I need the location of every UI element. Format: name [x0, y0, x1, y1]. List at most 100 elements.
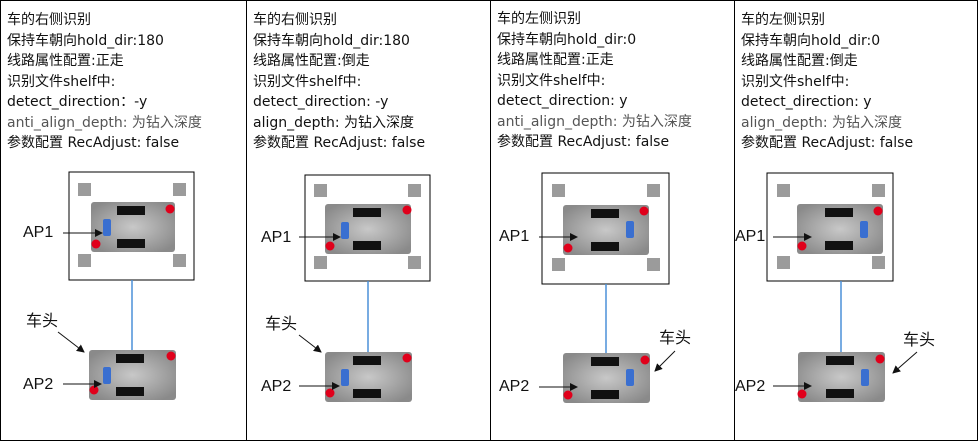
shelf-foot	[647, 184, 660, 197]
shelf-foot	[314, 184, 327, 197]
vehicle-body	[89, 350, 176, 400]
marker-dot	[402, 353, 412, 363]
panel-left-side-reverse: 车的左侧识别 保持车朝向hold_dir:0 线路属性配置:倒走 识别文件she…	[734, 0, 978, 441]
panel-description: 车的右侧识别 保持车朝向hold_dir:180 线路属性配置:正走 识别文件s…	[7, 10, 202, 154]
marker-dot	[89, 385, 99, 395]
shelf-foot	[872, 184, 885, 197]
wheel	[117, 239, 145, 248]
shelf-foot	[78, 254, 91, 267]
detect-direction-line: detect_direction：-y	[7, 94, 148, 110]
panel-right-side-forward: 车的右侧识别 保持车朝向hold_dir:180 线路属性配置:正走 识别文件s…	[0, 0, 248, 441]
shelf-file-line: 识别文件shelf中:	[253, 73, 362, 90]
sensor	[626, 369, 634, 386]
wheel	[116, 387, 144, 396]
sensor	[626, 221, 634, 238]
vehicle-ap2	[797, 352, 885, 402]
shelf-foot	[552, 184, 565, 197]
sensor	[103, 219, 111, 236]
depth-line: anti_align_depth: 为钻入深度	[497, 113, 692, 130]
vehicle-body	[325, 204, 411, 254]
sensor	[341, 369, 349, 386]
marker-dot	[402, 205, 412, 215]
head-arrow	[654, 350, 676, 372]
ap1-label: AP1	[261, 229, 291, 246]
vehicle-ap2	[563, 353, 650, 403]
depth-line: align_depth: 为钻入深度	[253, 114, 415, 131]
marker-dot	[91, 239, 101, 249]
marker-dot	[875, 354, 885, 364]
vehicle-head-label: 车头	[265, 315, 297, 333]
wheel	[591, 209, 619, 218]
marker-dot	[563, 390, 573, 400]
vehicle-ap1	[325, 204, 412, 254]
route-config-line: 线路属性配置:正走	[7, 53, 124, 69]
depth-line: anti_align_depth: 为钻入深度	[7, 114, 202, 131]
head-arrow	[57, 331, 85, 353]
vehicle-head-label: 车头	[659, 329, 691, 347]
ap2-label: AP2	[499, 378, 529, 395]
ap2-label: AP2	[23, 376, 53, 393]
wheel	[591, 390, 619, 399]
recadjust-line: 参数配置 RecAdjust: false	[253, 135, 426, 151]
hold-dir-line: 保持车朝向hold_dir:180	[7, 32, 164, 49]
detect-direction-line: detect_direction: -y	[253, 94, 389, 110]
vehicle-body	[563, 353, 650, 403]
panel-description: 车的右侧识别 保持车朝向hold_dir:180 线路属性配置:倒走 识别文件s…	[253, 10, 425, 154]
marker-dot	[325, 241, 335, 251]
shelf-foot	[78, 183, 91, 196]
head-arrow	[298, 334, 322, 353]
hold-dir-line: 保持车朝向hold_dir:0	[497, 31, 637, 48]
ap1-label: AP1	[735, 228, 765, 245]
shelf-foot	[552, 258, 565, 271]
route-config-line: 线路属性配置:倒走	[741, 53, 858, 69]
shelf-foot	[408, 184, 421, 197]
marker-dot	[166, 351, 176, 361]
ap1-label: AP1	[23, 224, 53, 241]
marker-dot	[797, 241, 807, 251]
vehicle-body	[798, 352, 885, 402]
shelf-foot	[777, 184, 790, 197]
detect-direction-line: detect_direction: y	[497, 93, 628, 109]
layout-diagram: AP1 车头 AP2	[261, 174, 431, 402]
shelf-foot	[173, 183, 186, 196]
wheel	[591, 357, 619, 366]
panel-left-side-forward: 车的左侧识别 保持车朝向hold_dir:0 线路属性配置:正走 识别文件she…	[490, 0, 736, 441]
vehicle-body	[797, 204, 883, 254]
recadjust-line: 参数配置 RecAdjust: false	[497, 134, 670, 150]
wheel	[353, 356, 381, 365]
route-config-line: 线路属性配置:倒走	[253, 53, 370, 69]
shelf-foot	[314, 256, 327, 269]
vehicle-body	[325, 352, 412, 402]
hold-dir-line: 保持车朝向hold_dir:180	[253, 32, 410, 49]
recadjust-line: 参数配置 RecAdjust: false	[7, 135, 180, 151]
shelf-foot	[872, 256, 885, 269]
vehicle-ap2	[325, 352, 412, 402]
wheel	[353, 241, 381, 250]
marker-dot	[873, 206, 883, 216]
marker-dot	[640, 355, 650, 365]
wheel	[826, 389, 854, 398]
sensor	[861, 369, 869, 386]
wheel	[353, 208, 381, 217]
vehicle-head-label: 车头	[903, 331, 935, 349]
vehicle-ap2	[89, 350, 176, 400]
layout-diagram: AP1 车头 AP2	[23, 171, 195, 400]
vehicle-body	[91, 202, 175, 252]
title-line: 车的右侧识别	[7, 12, 91, 28]
recadjust-line: 参数配置 RecAdjust: false	[741, 135, 914, 151]
title-line: 车的右侧识别	[253, 12, 337, 28]
sensor	[341, 222, 349, 239]
panel-description: 车的左侧识别 保持车朝向hold_dir:0 线路属性配置:正走 识别文件she…	[497, 9, 692, 153]
sensor	[860, 221, 868, 238]
route-config-line: 线路属性配置:正走	[497, 52, 614, 68]
wheel	[825, 241, 853, 250]
wheel	[591, 242, 619, 251]
wheel	[826, 356, 854, 365]
wheel	[353, 389, 381, 398]
marker-dot	[563, 243, 573, 253]
panel-description: 车的左侧识别 保持车朝向hold_dir:0 线路属性配置:倒走 识别文件she…	[741, 10, 913, 154]
vehicle-body	[563, 205, 649, 255]
panel-right-side-reverse: 车的右侧识别 保持车朝向hold_dir:180 线路属性配置:倒走 识别文件s…	[246, 0, 492, 441]
shelf-foot	[408, 256, 421, 269]
vehicle-ap1	[563, 205, 649, 255]
